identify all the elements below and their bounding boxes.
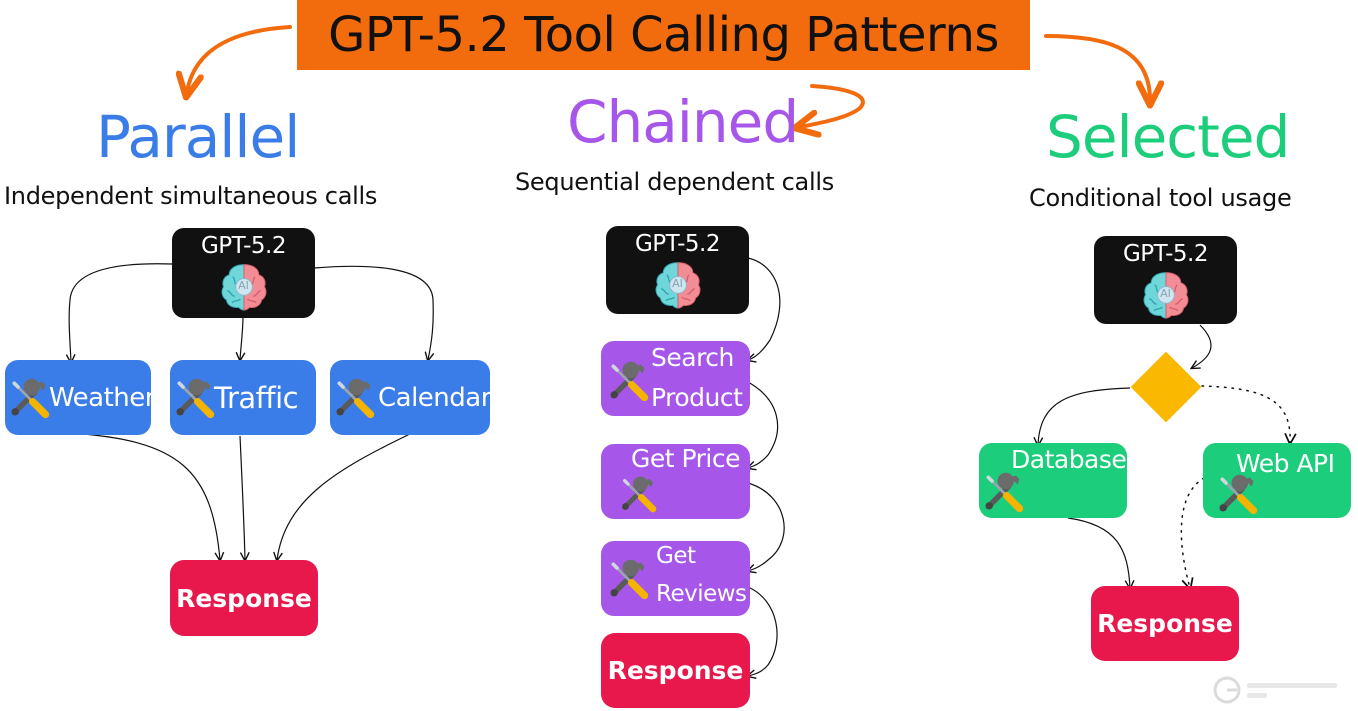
selected-edge-decision-database: [1038, 387, 1131, 445]
tool-label: Calendar: [378, 382, 491, 413]
tool-label-line1: Get: [656, 543, 696, 569]
tool-get-price: Get Price: [601, 444, 750, 519]
tool-label: Web API: [1236, 449, 1335, 478]
ai-badge: AI: [672, 277, 683, 290]
wrench-screwdriver-icon: [332, 376, 376, 420]
selected-heading: Selected: [1046, 103, 1290, 171]
decision-diamond-icon: [1130, 351, 1202, 423]
ai-badge: AI: [1160, 287, 1171, 300]
tool-label-line1: Search: [651, 343, 734, 372]
tool-label-line2: Product: [651, 383, 743, 412]
tool-traffic: Traffic: [170, 360, 316, 435]
tool-database: Database: [979, 443, 1127, 518]
wrench-screwdriver-icon: [7, 376, 51, 420]
selected-response-node: Response: [1091, 586, 1239, 661]
parallel-edge-calendar: [313, 265, 433, 360]
model-label: GPT-5.2: [200, 233, 287, 259]
chained-edge-1: [748, 257, 781, 360]
title-arrow-parallel: [187, 25, 292, 92]
brain-icon: AI: [218, 260, 270, 312]
chained-heading: Chained: [567, 88, 799, 156]
selected-edge-decision-webapi: [1201, 385, 1290, 443]
parallel-edge-weather: [69, 263, 173, 362]
brain-icon: AI: [652, 258, 704, 310]
model-label: GPT-5.2: [1122, 241, 1209, 267]
selected-edge-webapi-response: [1180, 477, 1205, 588]
wrench-screwdriver-icon: [1215, 472, 1259, 516]
chained-edge-4: [748, 586, 778, 676]
parallel-response-node: Response: [170, 560, 318, 636]
title-banner: GPT-5.2 Tool Calling Patterns: [297, 0, 1030, 70]
title-arrow-chained: [800, 84, 865, 127]
tool-label: Database: [1011, 445, 1127, 474]
tool-weather: Weather: [5, 360, 155, 435]
parallel-edge-traffic-response: [239, 435, 245, 560]
tool-get-reviews: Get Reviews: [601, 541, 750, 616]
parallel-edge-calendar-response: [277, 432, 413, 560]
wrench-screwdriver-icon: [606, 557, 650, 601]
title-arrow-selected: [1044, 34, 1150, 100]
selected-edge-database-response: [1067, 517, 1130, 588]
ai-badge: AI: [238, 279, 249, 292]
tool-label: Weather: [49, 382, 155, 413]
logo-watermark-icon: [1212, 672, 1352, 708]
chained-subtitle: Sequential dependent calls: [515, 168, 834, 196]
wrench-screwdriver-icon: [606, 359, 650, 403]
tool-label-line2: Reviews: [656, 581, 747, 607]
model-label: GPT-5.2: [634, 231, 721, 257]
parallel-subtitle: Independent simultaneous calls: [4, 182, 378, 210]
chained-edge-3: [748, 482, 785, 571]
parallel-edge-traffic: [240, 315, 243, 360]
tool-search-product: Search Product: [601, 341, 750, 416]
page-title: GPT-5.2 Tool Calling Patterns: [328, 7, 999, 63]
chained-response-node: Response: [601, 633, 750, 708]
wrench-screwdriver-icon: [172, 376, 216, 420]
tool-label-line1: Get Price: [631, 444, 741, 473]
selected-edge-model-decision: [1192, 324, 1212, 368]
brain-icon: AI: [1140, 268, 1192, 320]
tool-calendar: Calendar: [330, 360, 491, 435]
selected-model-node: GPT-5.2 AI: [1094, 236, 1237, 324]
selected-subtitle: Conditional tool usage: [1029, 184, 1292, 212]
wrench-screwdriver-icon: [981, 470, 1025, 514]
wrench-screwdriver-icon: [618, 474, 658, 514]
tool-web-api: Web API: [1203, 443, 1351, 518]
tool-label: Traffic: [214, 380, 299, 415]
parallel-heading: Parallel: [96, 103, 300, 171]
chained-model-node: GPT-5.2 AI: [606, 226, 749, 314]
chained-edge-2: [748, 381, 779, 468]
parallel-edge-weather-response: [69, 432, 220, 560]
parallel-model-node: GPT-5.2 AI: [172, 228, 315, 318]
